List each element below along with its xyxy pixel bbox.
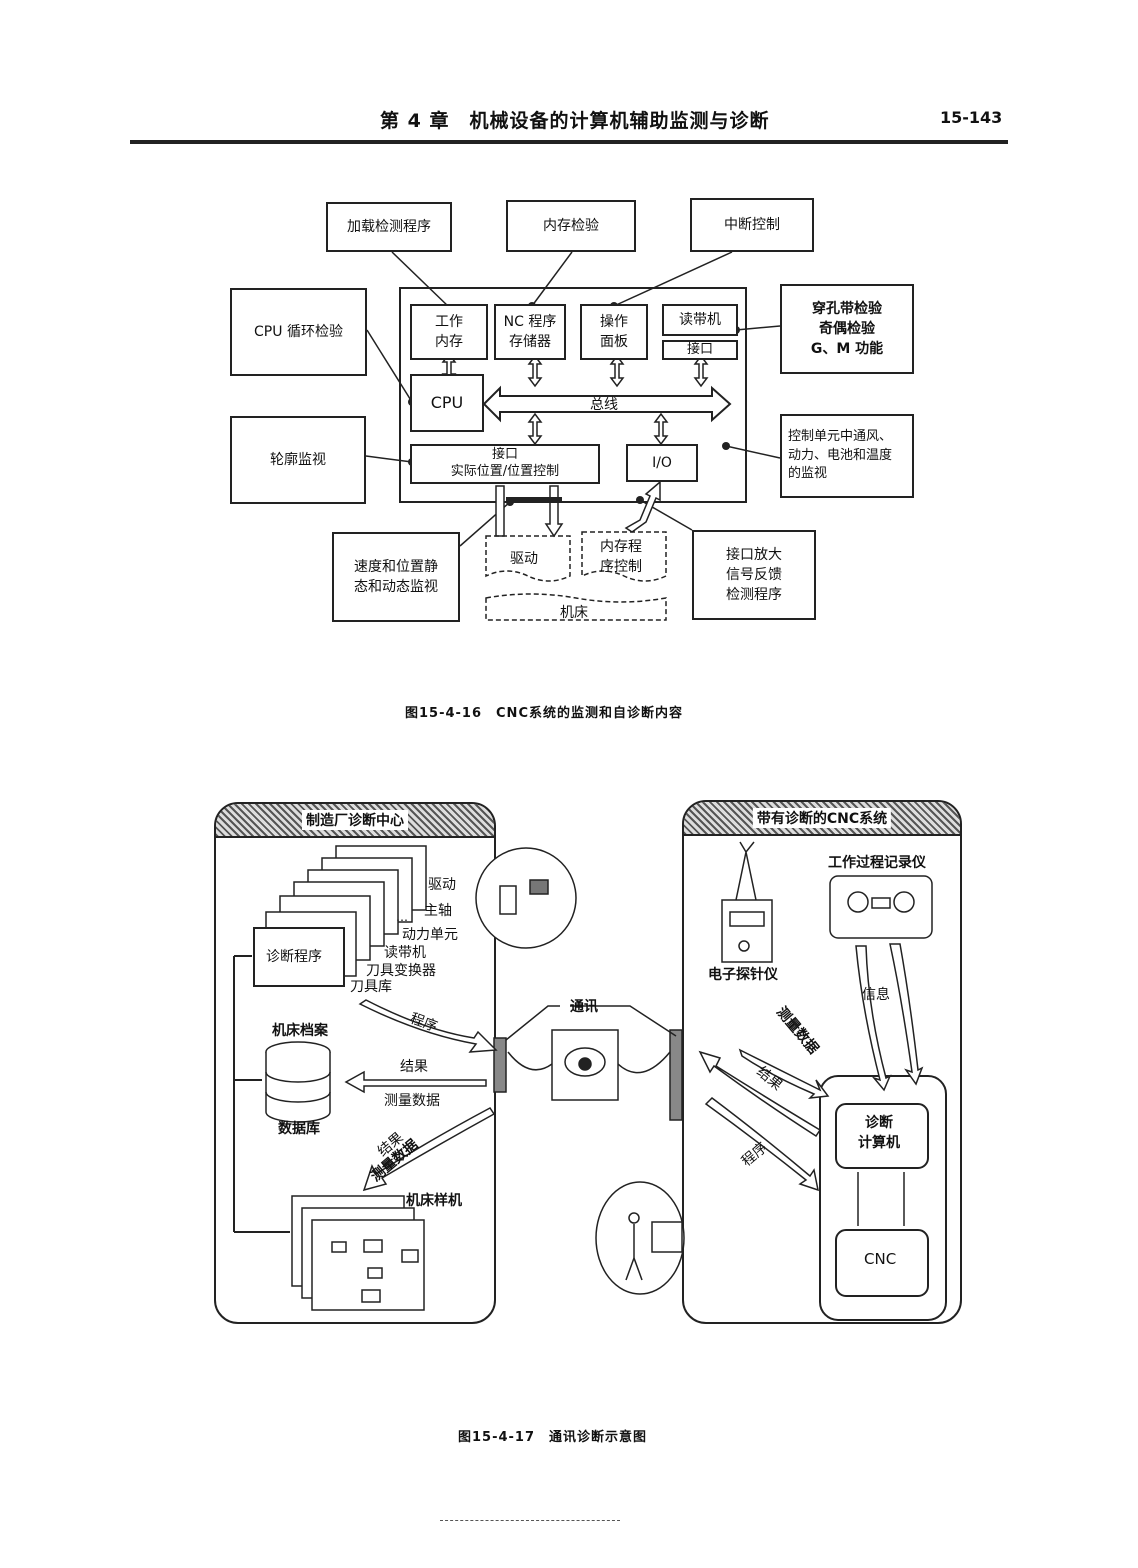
io-label: I/O <box>652 454 672 471</box>
contour-monitor-label: 轮廓监视 <box>270 451 326 468</box>
work-memory-line: 内存 <box>435 334 463 350</box>
cpu-label: CPU <box>430 393 464 413</box>
machine-archive-label: 机床档案 <box>272 1023 328 1039</box>
nc-program-line: NC 程序 <box>503 313 557 330</box>
cnc-label: CNC <box>864 1250 897 1268</box>
interrupt-control-label: 中断控制 <box>724 216 780 233</box>
diagnostic-computer-line: 诊断 <box>865 1115 893 1131</box>
chapter-title: 第 4 章 机械设备的计算机辅助监测与诊断 <box>380 110 770 132</box>
stack-label-drive: 驱动 <box>428 877 456 893</box>
tape-check-box: 穿孔带检验奇偶检验 G、M 功能 <box>780 284 914 374</box>
speed-position-monitor-box: 速度和位置静态和动态监视 <box>332 532 460 622</box>
work-memory-box: 工作内存 <box>410 304 488 360</box>
left-panel-title: 制造厂诊断中心 <box>302 810 408 830</box>
diagnostic-computer-label: 诊断 计算机 <box>858 1114 900 1153</box>
position-interface-line: 实际位置/位置控制 <box>450 464 560 479</box>
stack-label-tool-magazine: 刀具库 <box>350 979 392 995</box>
cpu-cycle-check-label: CPU 循环检验 <box>254 323 343 340</box>
memory-program-line: 内存程 <box>600 539 642 555</box>
electronic-probe-label: 电子探针仪 <box>708 967 778 983</box>
right-panel: 带有诊断的CNC系统 <box>682 800 962 1324</box>
arrow-label-measured: 测量数据 <box>384 1093 440 1109</box>
speed-position-line: 速度和位置静 <box>354 558 438 575</box>
diagnostic-program-label: 诊断程序 <box>266 949 322 965</box>
interrupt-control-box: 中断控制 <box>690 198 814 252</box>
memory-check-label: 内存检验 <box>543 217 599 234</box>
contour-monitor-box: 轮廓监视 <box>230 416 366 504</box>
left-panel: 制造厂诊断中心 <box>214 802 496 1324</box>
work-memory-line: 工作 <box>435 313 463 330</box>
memory-program-control: 内存程 序控制 <box>600 538 642 577</box>
sample-machine-label: 机床样机 <box>406 1193 462 1209</box>
operation-panel-box: 操作面板 <box>580 304 648 360</box>
stack-label-spindle: 主轴 <box>424 903 452 919</box>
arrow-label-info: 信息 <box>862 987 890 1003</box>
load-check-box: 加载检测程序 <box>326 202 452 252</box>
load-check-label: 加载检测程序 <box>347 218 431 235</box>
unit-monitor-box: 控制单元中通风、动力、电池和温度的监视 <box>780 414 914 498</box>
tape-reader-label: 读带机 <box>679 311 721 328</box>
process-recorder-label: 工作过程记录仪 <box>828 855 926 871</box>
io-box: I/O <box>626 444 698 482</box>
speed-position-line: 态和动态监视 <box>354 579 438 595</box>
nc-program-line: 存储器 <box>508 334 551 350</box>
machine-tool-label: 机床 <box>560 605 588 621</box>
memory-program-line: 序控制 <box>600 558 642 575</box>
unit-monitor-line: 动力、电池和温度 <box>788 447 893 463</box>
footer-line <box>440 1520 620 1521</box>
arrow-label-result: 结果 <box>400 1059 428 1075</box>
interface-amp-line: 信号反馈 <box>726 566 782 583</box>
position-interface-line: 接口 <box>491 447 518 463</box>
nc-program-memory-box: NC 程序存储器 <box>494 304 566 360</box>
stack-label-ellipsis: … <box>396 910 408 924</box>
header-rule <box>130 140 1008 144</box>
tape-check-line: 穿孔带检验 <box>811 300 882 317</box>
stack-label-tool-changer: 刀具变换器 <box>366 963 436 979</box>
figure17-caption: 图15-4-17 通讯诊断示意图 <box>458 1430 648 1445</box>
memory-check-box: 内存检验 <box>506 200 636 252</box>
tape-check-line: G、M 功能 <box>810 341 884 358</box>
position-interface-box: 接口实际位置/位置控制 <box>410 444 600 484</box>
cpu-box: CPU <box>410 374 484 432</box>
unit-monitor-line: 的监视 <box>788 466 828 482</box>
bus-label: 总线 <box>590 397 618 413</box>
figure16-caption: 图15-4-16 CNC系统的监测和自诊断内容 <box>405 706 683 721</box>
tape-interface-box: 接口 <box>662 340 738 360</box>
operation-panel-line: 操作 <box>600 313 628 330</box>
page-number: 15-143 <box>940 108 1003 127</box>
drive-label: 驱动 <box>510 551 538 567</box>
stack-label-power-unit: 动力单元 <box>402 927 458 943</box>
interface-amp-line: 接口放大 <box>726 546 782 563</box>
operation-panel-line: 面板 <box>600 334 628 350</box>
interface-amp-line: 检测程序 <box>726 587 782 604</box>
unit-monitor-line: 控制单元中通风、 <box>788 428 893 444</box>
stack-label-tape-reader: 读带机 <box>384 945 426 961</box>
interface-amp-check-box: 接口放大信号反馈检测程序 <box>692 530 816 620</box>
communication-label: 通讯 <box>570 999 598 1015</box>
tape-reader-box: 读带机 <box>662 304 738 336</box>
right-panel-title: 带有诊断的CNC系统 <box>752 808 892 828</box>
tape-interface-label: 接口 <box>686 341 713 357</box>
cpu-cycle-check-box: CPU 循环检验 <box>230 288 367 376</box>
tape-check-line: 奇偶检验 <box>818 320 875 337</box>
diagnostic-computer-line: 计算机 <box>858 1134 900 1151</box>
database-label: 数据库 <box>278 1121 320 1137</box>
